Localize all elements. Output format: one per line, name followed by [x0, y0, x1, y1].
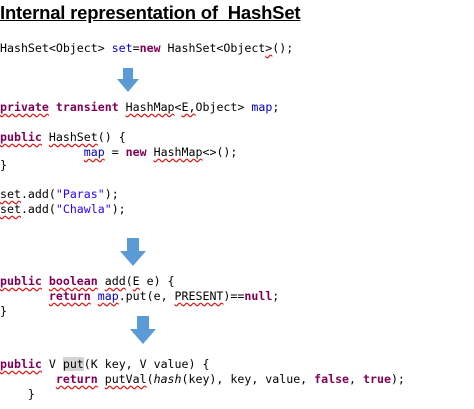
- code-token: [42, 130, 49, 144]
- code-line-close-brace: }: [0, 387, 35, 401]
- code-line-add-method: public boolean add(E e) {: [0, 275, 175, 288]
- code-token: [49, 100, 56, 114]
- code-token: new: [125, 145, 147, 159]
- code-token: HashSet<Object: [160, 41, 266, 55]
- code-token: return: [55, 372, 98, 386]
- code-token: >: [265, 41, 273, 55]
- code-token: [91, 289, 98, 303]
- code-token: [98, 372, 105, 386]
- code-token: (: [125, 274, 133, 288]
- code-token: E: [132, 274, 140, 288]
- code-token: E: [181, 100, 189, 114]
- code-token: HashSet<Object>: [0, 41, 112, 55]
- code-token: map: [97, 289, 119, 303]
- code-token: public: [0, 274, 42, 288]
- code-token: .add(: [20, 202, 56, 216]
- code-line-constructor: public HashSet() {: [0, 131, 126, 144]
- down-arrow-icon: [117, 68, 139, 92]
- code-token: [0, 145, 84, 159]
- code-line-close-brace: }: [0, 158, 7, 172]
- code-line-hashset-declaration: HashSet<Object> set=new HashSet<Object>(…: [0, 42, 293, 55]
- code-token: );: [111, 202, 126, 216]
- code-line-map-field: private transient HashMap<E,Object> map;: [0, 101, 279, 114]
- code-token: "Paras": [55, 187, 105, 201]
- code-token: true: [363, 372, 391, 386]
- code-token: HashMap: [125, 100, 175, 114]
- code-line-add-chawla: set.add("Chawla");: [0, 203, 126, 216]
- code-token: =: [132, 41, 140, 55]
- code-token: .add(: [20, 187, 56, 201]
- code-token: map: [83, 145, 105, 159]
- code-token: PRESENT: [174, 289, 224, 303]
- code-token: <>();: [202, 145, 238, 159]
- code-token: [119, 100, 126, 114]
- code-token: [0, 289, 49, 303]
- code-token: hash: [153, 372, 182, 386]
- code-token: ,: [188, 100, 196, 114]
- code-token: new: [139, 41, 161, 55]
- code-token: <: [174, 100, 182, 114]
- code-token: boolean: [48, 274, 98, 288]
- code-line-put-method: public V put(K key, V value) {: [0, 357, 210, 371]
- code-token: set: [0, 202, 21, 216]
- code-line-close-brace: }: [0, 304, 7, 318]
- code-token: map: [251, 100, 273, 114]
- code-token: >: [237, 100, 252, 114]
- code-token: );: [390, 372, 405, 386]
- code-token: transient: [55, 100, 119, 114]
- code-line-return-putval: return putVal(hash(key), key, value, fal…: [0, 373, 405, 386]
- code-token: )==: [223, 289, 245, 303]
- code-token: (K key, V value) {: [83, 357, 210, 371]
- code-token: set: [0, 187, 21, 201]
- code-token: V: [41, 357, 63, 371]
- code-token: HashSet: [48, 130, 98, 144]
- code-token: [147, 145, 154, 159]
- code-token: public: [0, 130, 42, 144]
- code-token: [0, 372, 56, 386]
- code-token: null: [244, 289, 273, 303]
- code-token: ;: [272, 289, 280, 303]
- code-line-map-init: map = new HashMap<>();: [0, 145, 238, 159]
- code-line-return-put: return map.put(e, PRESENT)==null;: [0, 290, 279, 303]
- code-token: Object: [195, 100, 238, 114]
- code-token: =: [104, 145, 126, 159]
- code-token: ();: [272, 41, 294, 55]
- code-token: private: [0, 100, 49, 114]
- code-token: set: [111, 41, 133, 55]
- down-arrow-icon: [120, 238, 146, 266]
- code-token: putVal: [104, 372, 147, 386]
- code-token: [98, 274, 105, 288]
- code-token: "Chawla": [55, 202, 112, 216]
- diagram-title: Internal representation of HashSet: [0, 2, 301, 23]
- code-token: add: [104, 274, 126, 288]
- code-line-add-paras: set.add("Paras");: [0, 188, 119, 201]
- code-token: () {: [97, 130, 126, 144]
- code-token: );: [104, 187, 119, 201]
- code-token: (: [146, 372, 154, 386]
- code-token: false: [314, 372, 350, 386]
- code-token: ,: [349, 372, 364, 386]
- code-token: public: [0, 357, 42, 371]
- code-token: return: [48, 289, 91, 303]
- code-token: ;: [272, 100, 280, 114]
- code-token: e) {: [139, 274, 175, 288]
- code-token: [42, 274, 49, 288]
- code-token: .put(e,: [118, 289, 175, 303]
- code-token: HashMap: [153, 145, 203, 159]
- code-token: put: [62, 357, 84, 371]
- code-token: (key), key, value,: [181, 372, 315, 386]
- down-arrow-icon: [130, 316, 156, 344]
